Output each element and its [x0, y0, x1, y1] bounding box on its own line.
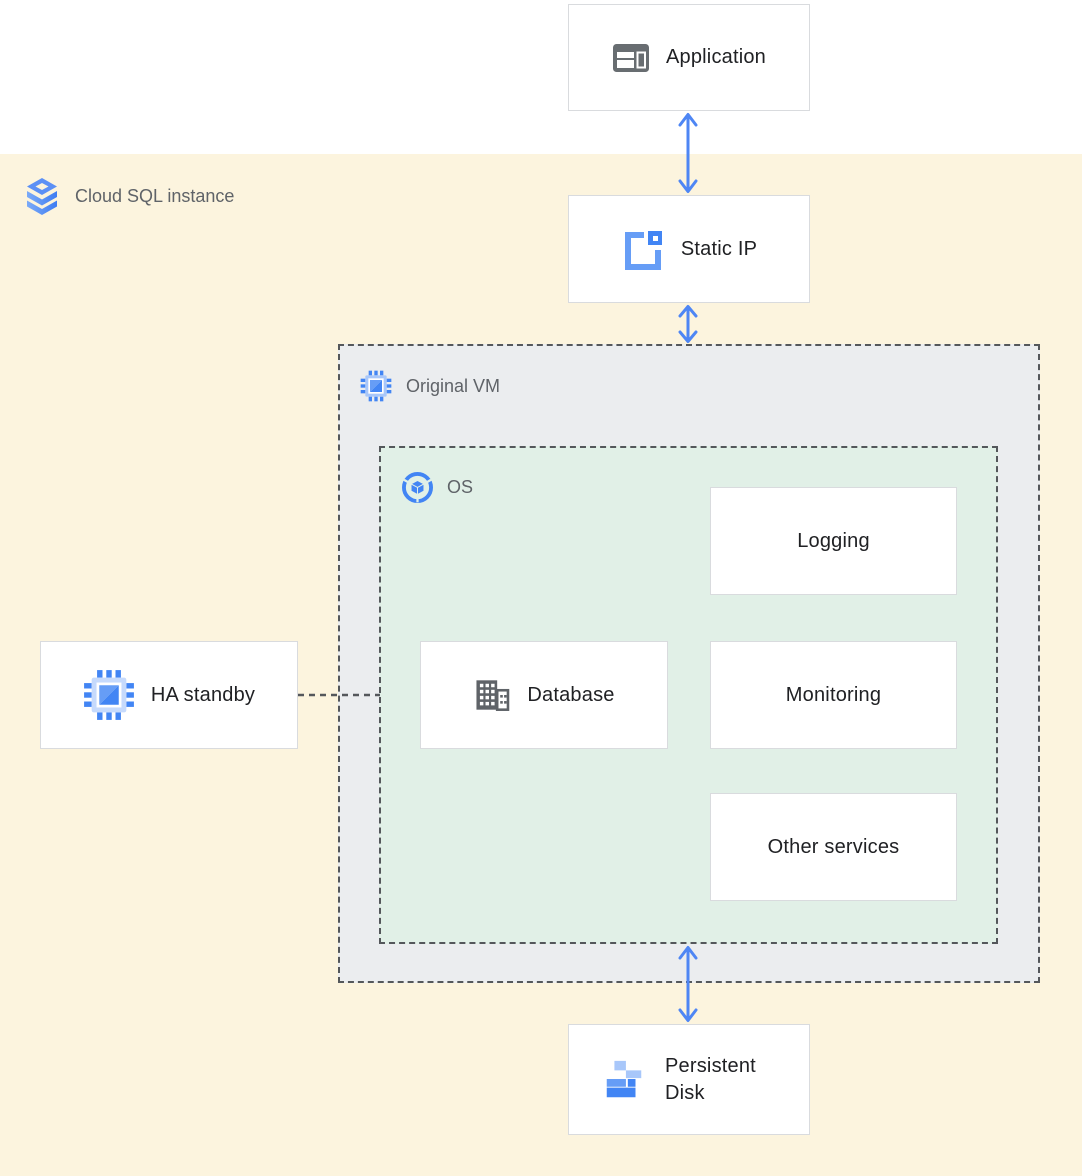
ha-standby-label: HA standby	[150, 683, 256, 706]
arrow-application-static-ip	[678, 113, 698, 193]
application-window-icon	[612, 43, 649, 72]
original-vm-label-group: Original VM	[360, 370, 500, 402]
database-label: Database	[527, 683, 615, 706]
dashed-link-ha-standby-original-vm	[298, 693, 380, 697]
compute-engine-icon	[360, 370, 392, 402]
compute-engine-icon	[83, 670, 134, 720]
persistent-disk-node: Persistent Disk	[568, 1024, 810, 1135]
other-services-node: Other services	[710, 793, 957, 901]
os-label-group: OS	[402, 472, 473, 503]
application-label: Application	[665, 46, 767, 68]
static-ip-icon	[624, 231, 662, 270]
cloud-sql-instance-label-group: Cloud SQL instance	[24, 177, 234, 215]
database-building-icon	[476, 680, 510, 711]
monitoring-node: Monitoring	[710, 641, 957, 749]
cloud-sql-instance-label: Cloud SQL instance	[75, 185, 235, 206]
ha-standby-node: HA standby	[40, 641, 298, 749]
application-node: Application	[568, 4, 810, 111]
persistent-disk-label: Persistent Disk	[665, 1054, 756, 1104]
database-node: Database	[420, 641, 668, 749]
other-services-label: Other services	[767, 835, 900, 858]
os-icon	[402, 472, 433, 503]
arrow-static-ip-original-vm	[678, 305, 698, 343]
logging-label: Logging	[797, 529, 870, 552]
os-label: OS	[447, 477, 474, 497]
original-vm-label: Original VM	[406, 375, 501, 396]
static-ip-node: Static IP	[568, 195, 810, 303]
logging-node: Logging	[710, 487, 957, 595]
persistent-disk-icon	[606, 1060, 642, 1097]
monitoring-label: Monitoring	[785, 683, 882, 706]
arrow-os-persistent-disk	[678, 946, 698, 1022]
cloud-sql-icon	[27, 178, 57, 215]
static-ip-label: Static IP	[680, 237, 758, 260]
